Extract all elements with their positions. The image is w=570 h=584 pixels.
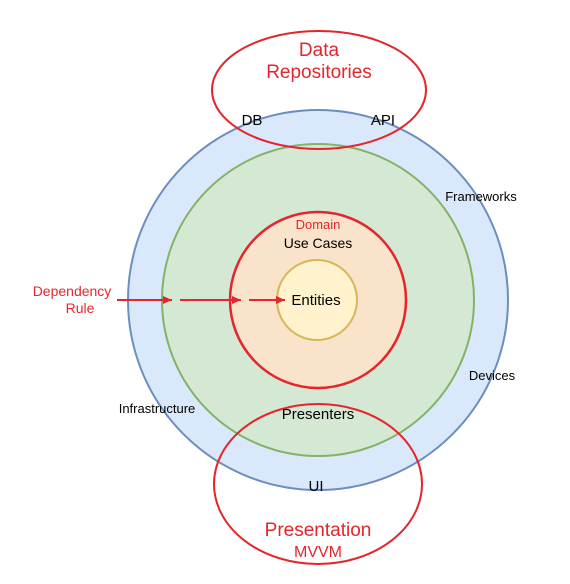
presentation-title-line2: MVVM (294, 544, 342, 561)
data-repositories-title-line2: Repositories (266, 62, 372, 83)
presentation-ellipse (213, 403, 423, 565)
presentation-title-line1: Presentation (265, 520, 372, 541)
ui-label: UI (309, 478, 324, 495)
dependency-rule-line1: Dependency (33, 283, 112, 299)
infrastructure-label: Infrastructure (119, 401, 196, 416)
frameworks-label: Frameworks (445, 189, 517, 204)
db-label: DB (242, 112, 263, 129)
domain-title: Domain (296, 217, 341, 232)
data-repositories-ellipse (211, 30, 427, 150)
use-cases-label: Use Cases (284, 235, 352, 251)
dependency-rule-line2: Rule (66, 300, 95, 316)
data-repositories-title-line1: Data (299, 40, 340, 61)
entities-label: Entities (291, 292, 340, 309)
api-label: API (371, 112, 395, 129)
presenters-label: Presenters (282, 406, 355, 423)
devices-label: Devices (469, 368, 516, 383)
